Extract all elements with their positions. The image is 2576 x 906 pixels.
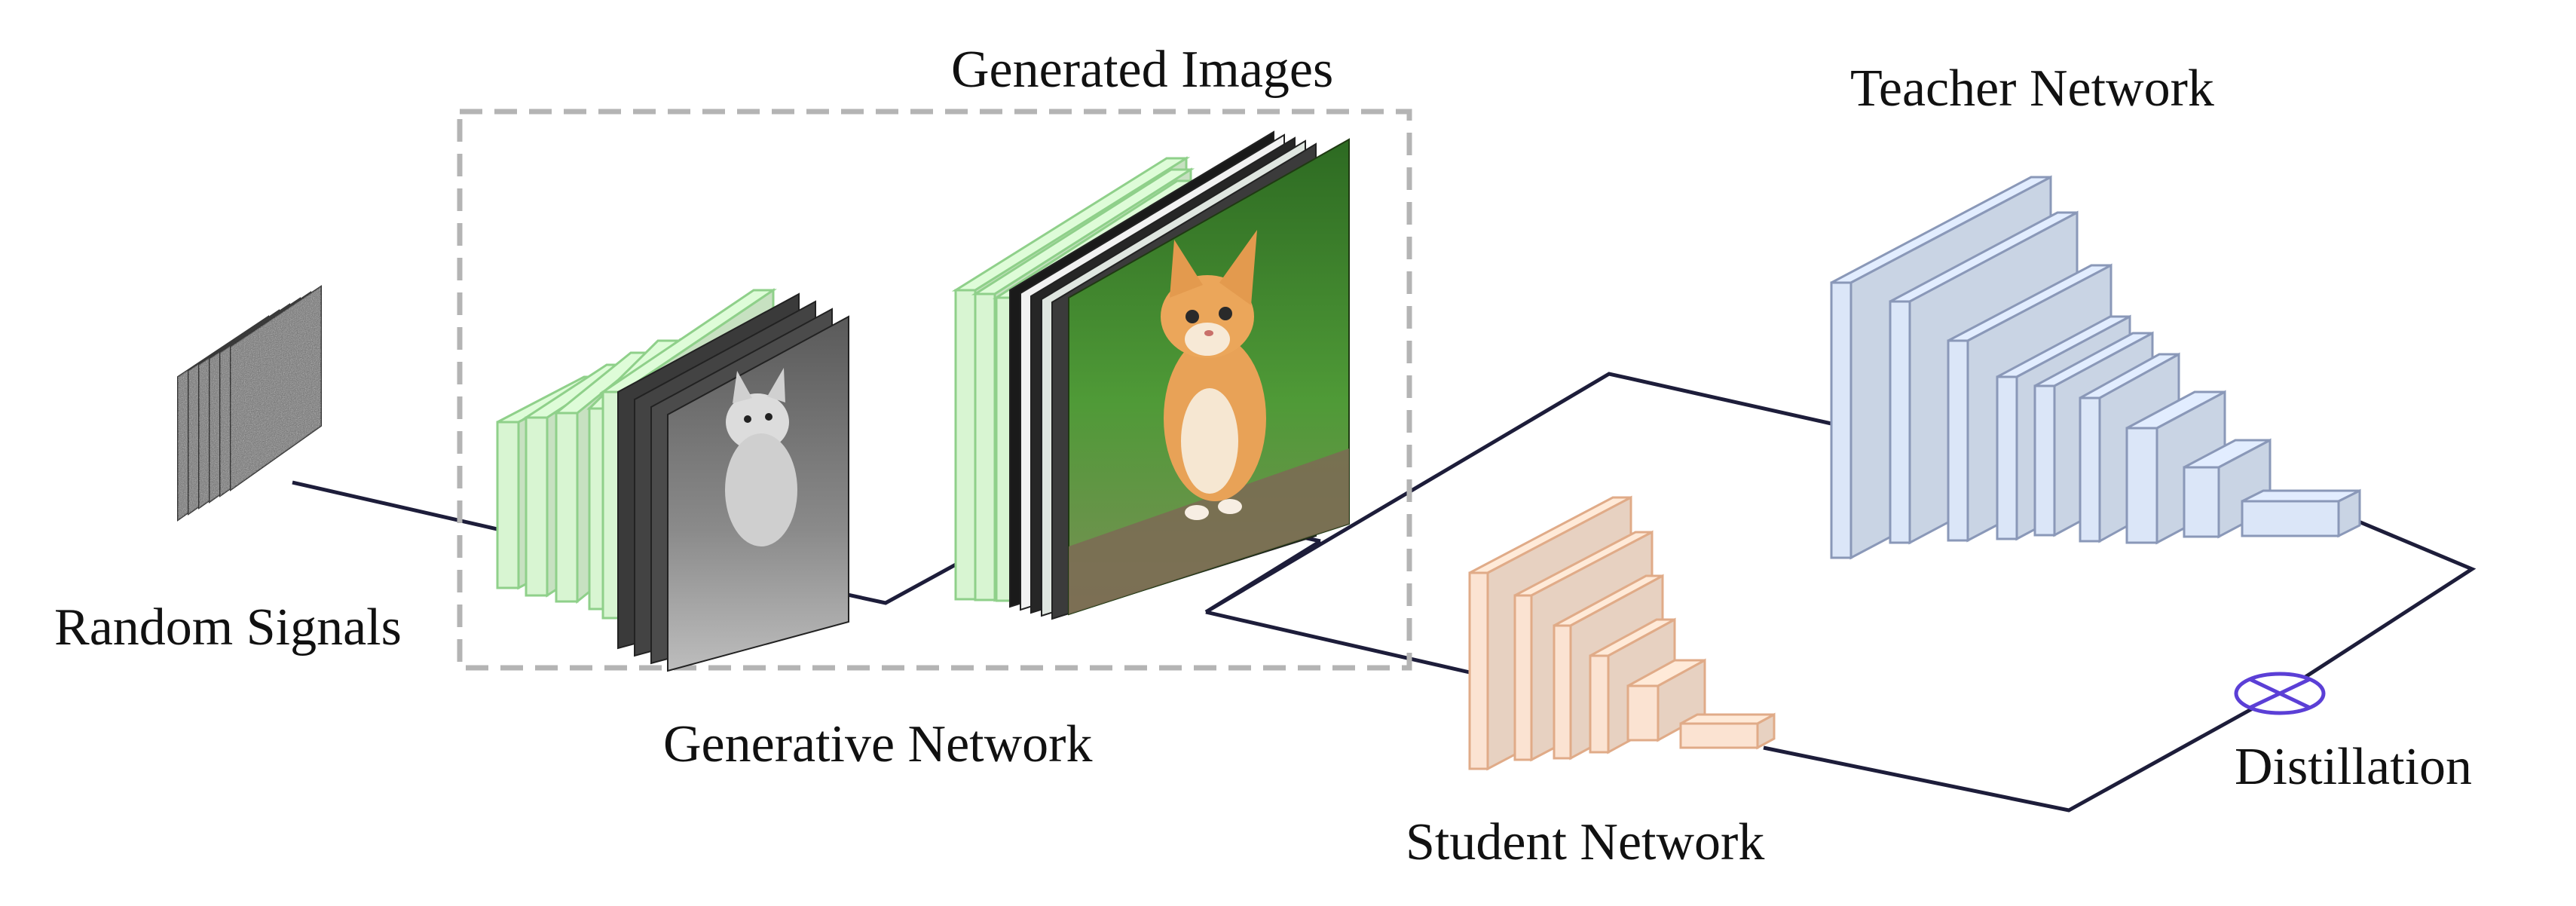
label-student-network: Student Network: [1406, 813, 1764, 871]
kitten-color-image: [1068, 138, 1350, 616]
grayscale-image-stack: [617, 292, 849, 672]
otimes-icon: [2234, 672, 2326, 715]
student-network: [1468, 495, 1776, 771]
connector-noise-to-generator: [292, 480, 498, 531]
student-layer: [1679, 712, 1776, 750]
color-image-stack: [1009, 130, 1350, 620]
label-generative-network: Generative Network: [663, 715, 1092, 773]
generated-images-box: [457, 109, 1412, 671]
kitten-gray-image: [725, 368, 797, 546]
noise-sheet: [230, 285, 322, 491]
label-random-signals: Random Signals: [54, 598, 402, 657]
connector-teacher-to-distill: [2278, 518, 2477, 696]
connector-to-student: [1205, 610, 1470, 675]
teacher-layer: [2241, 488, 2361, 538]
teacher-network: [1830, 175, 2361, 560]
label-distillation: Distillation: [2235, 738, 2472, 796]
label-teacher-network: Teacher Network: [1850, 60, 2214, 118]
label-generated-images: Generated Images: [951, 41, 1333, 99]
connector-student-to-distill: [1763, 691, 2281, 813]
